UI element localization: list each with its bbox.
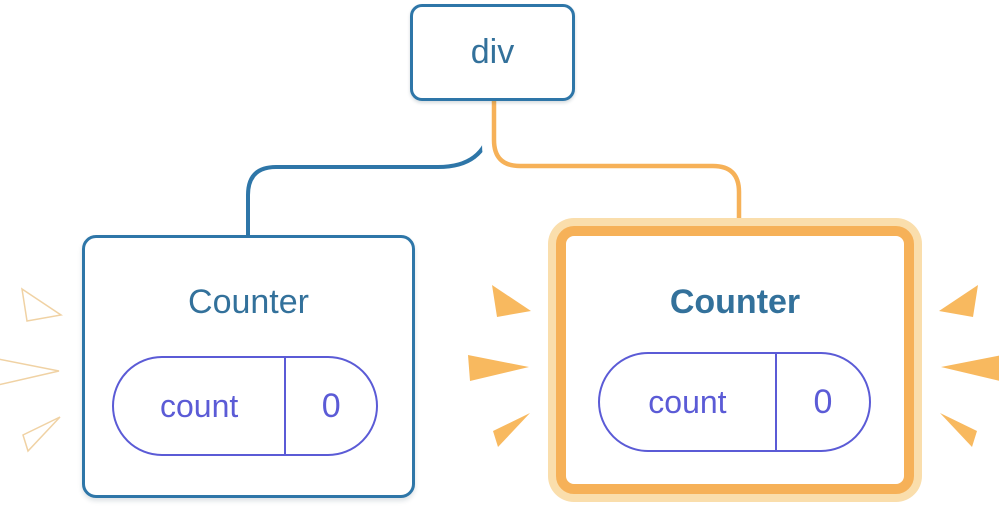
counter-title: Counter: [669, 283, 801, 321]
state-pill: count 0: [598, 352, 871, 452]
counter-card-right-highlighted: Counter count 0: [556, 226, 914, 494]
state-value: 0: [321, 386, 341, 425]
edge-div-to-right-counter-highlight: [491, 96, 742, 232]
spark-right-card-right-middle: [941, 355, 999, 381]
state-key-label: count: [648, 383, 727, 420]
counter-title: Counter: [188, 283, 309, 321]
spark-left-card-bottom: [22, 416, 61, 453]
spark-right-card-right-top: [939, 285, 978, 317]
state-key-label: count: [160, 387, 239, 424]
spark-right-card-left-middle: [468, 355, 529, 381]
spark-right-card-left-top: [492, 285, 531, 317]
counter-card-left: Counter count 0: [82, 235, 415, 498]
state-pill-divider: [774, 354, 777, 450]
spark-right-card-right-bottom: [940, 413, 977, 447]
spark-right-card-left-bottom: [493, 413, 530, 447]
tree-node-div: div: [410, 4, 575, 101]
tree-node-div-label: div: [470, 33, 515, 71]
state-pill: count 0: [112, 356, 378, 456]
spark-left-card-middle: [0, 358, 60, 386]
edge-div-to-left-counter: [246, 98, 494, 238]
state-pill-divider: [284, 358, 287, 454]
state-value: 0: [813, 382, 833, 421]
edge-div-to-right-counter-channel: [482, 96, 748, 232]
spark-left-card-top: [20, 287, 63, 322]
